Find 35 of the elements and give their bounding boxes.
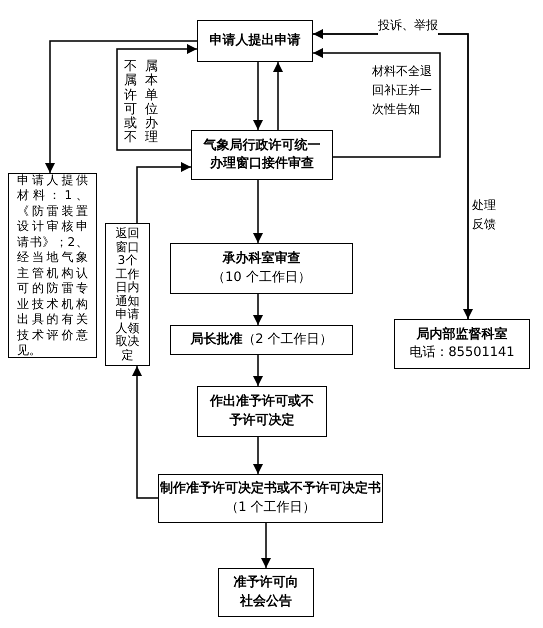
arrow <box>253 62 263 130</box>
arrow <box>273 62 283 130</box>
arrow <box>253 294 263 325</box>
arrow <box>253 355 263 386</box>
node-title: 气象局行政许可统一办理窗口接件审查 <box>202 136 322 173</box>
arrow <box>253 437 263 474</box>
node-title: 申请人提出申请 <box>210 32 300 50</box>
arrow <box>136 162 191 223</box>
node-title: 制作准予许可决定书或不予许可决定书（1 个工作日） <box>159 480 382 516</box>
process-box <box>197 20 313 62</box>
note-box <box>105 223 150 366</box>
edge-label: 投诉、举报 <box>378 16 438 36</box>
arrow <box>261 523 271 568</box>
process-box <box>197 386 327 437</box>
arrow <box>132 366 158 499</box>
process-box <box>191 130 333 180</box>
node-title: 承办科室审查 <box>222 250 300 268</box>
node-title: 局长批准（2 个工作日） <box>190 330 333 349</box>
node-title: 申请人提供材料：1、《防雷装置设计审核申请书》；2、经当地气象主管机构认可的防雷专业技术机构出具的有关技术评价意见。 <box>17 172 88 358</box>
process-box <box>394 319 530 369</box>
arrow <box>116 44 197 151</box>
process-box <box>170 325 353 355</box>
node-detail: （10 个工作日） <box>212 268 311 286</box>
process-box <box>158 474 383 523</box>
note-box <box>8 173 97 358</box>
node-title: 局内部监督科室 <box>416 326 508 344</box>
node-title: 准予许可向社会公告 <box>233 574 299 610</box>
arrow <box>45 40 197 173</box>
process-box <box>170 243 353 294</box>
node-title: 返回窗口3个工作日内通知申请人领取决定 <box>114 227 140 362</box>
node-detail: 电话：85501141 <box>409 344 515 362</box>
arrow <box>253 180 263 243</box>
node-title: 作出准予许可或不予许可决定 <box>208 393 315 430</box>
arrow <box>313 48 441 158</box>
process-box <box>218 568 314 617</box>
